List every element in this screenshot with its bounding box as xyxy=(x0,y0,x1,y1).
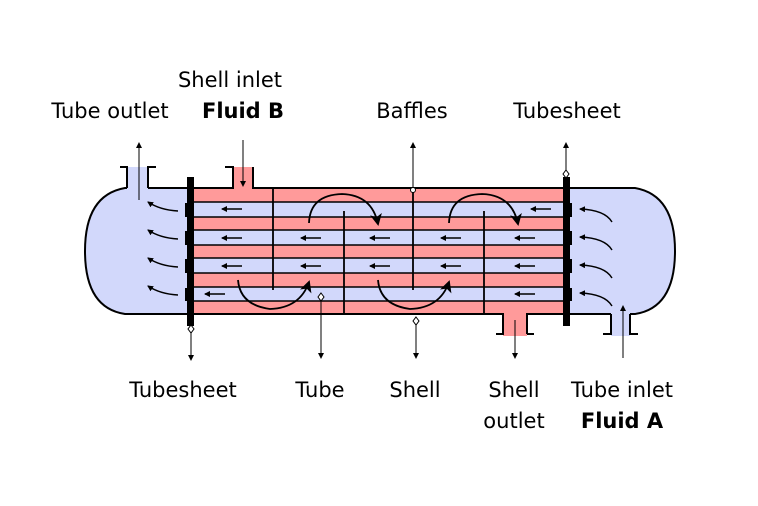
label-shell-inlet: Shell inlet xyxy=(178,68,282,92)
left-head xyxy=(83,166,191,315)
label-tube: Tube xyxy=(294,378,344,402)
label-tube-inlet: Tube inlet xyxy=(570,378,673,402)
label-shell: Shell xyxy=(389,378,440,402)
label-tube-outlet: Tube outlet xyxy=(50,99,168,123)
label-tubesheet-top: Tubesheet xyxy=(512,99,621,123)
leader-lines xyxy=(136,140,626,361)
label-baffles: Baffles xyxy=(376,99,447,123)
label-fluid-a: Fluid A xyxy=(581,409,664,433)
shell-flow-arrows xyxy=(237,193,522,310)
label-shell-outlet-2: outlet xyxy=(483,409,544,433)
label-tubesheet-bottom: Tubesheet xyxy=(128,378,237,402)
baffles xyxy=(272,188,485,314)
tubesheets xyxy=(185,177,572,326)
labels: Tube outlet Shell inlet Fluid B Baffles … xyxy=(50,68,673,433)
tube-flow-arrows xyxy=(147,201,613,307)
right-head xyxy=(565,187,677,336)
shell-body xyxy=(190,166,566,336)
label-shell-outlet-1: Shell xyxy=(488,378,539,402)
label-fluid-b: Fluid B xyxy=(202,99,284,123)
